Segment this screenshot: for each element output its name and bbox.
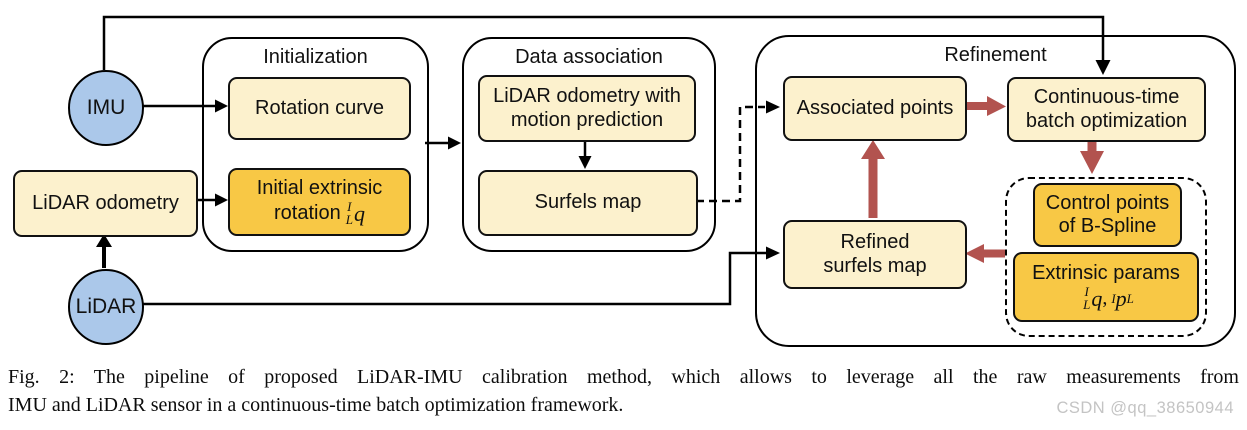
arrowhead-into-data-association	[448, 136, 461, 150]
lidar-odometry-motion-line2: motion prediction	[510, 108, 664, 131]
control-points-line2: of B-Spline	[1058, 215, 1157, 237]
refinement-group: Refinement	[755, 35, 1236, 347]
connector-layer: Associated points -->	[96, 15, 1111, 306]
arrowhead-into-lidar-odometry	[96, 234, 112, 247]
batch-optimization-line1: Continuous-time	[1033, 86, 1180, 109]
surfels-map-box: Surfels map	[478, 170, 698, 236]
initial-extrinsic-rotation-word: rotation	[274, 201, 341, 224]
rotation-curve-label: Rotation curve	[255, 96, 384, 119]
math-sub-l: L	[1126, 291, 1134, 307]
control-points-box: Control points of B-Spline	[1033, 183, 1182, 247]
refined-surfels-line2: surfels map	[823, 254, 927, 277]
refined-surfels-line1: Refined	[840, 231, 910, 254]
math-var-q: q	[1091, 285, 1103, 311]
red-arrow-associated-to-batch	[964, 96, 1006, 116]
rotation-curve-box: Rotation curve	[228, 77, 411, 140]
arrowhead-into-refined-surfels	[766, 246, 780, 260]
arrowhead-into-rotation-curve	[215, 99, 228, 113]
initialization-title: Initialization	[263, 46, 368, 68]
data-association-group: Data association	[462, 37, 716, 252]
arrow-imu-to-batch-optimization	[102, 15, 1105, 70]
figure-caption: Fig. 2: The pipeline of proposed LiDAR-I…	[8, 363, 1239, 419]
caption-line2: IMU and LiDAR sensor in a continuous-tim…	[8, 394, 624, 416]
red-arrow-params-to-refined-surfels	[965, 244, 1005, 263]
csdn-watermark: CSDN @qq_38650944	[1056, 399, 1234, 417]
extrinsic-params-line1: Extrinsic params	[1032, 262, 1180, 285]
red-arrow-batch-to-params	[1080, 139, 1104, 174]
control-points-line1: Control points	[1045, 191, 1170, 214]
arrowhead-into-associated-points	[766, 100, 780, 114]
lidar-odometry-box: LiDAR odometry	[13, 170, 198, 237]
math-var-q: q	[353, 200, 365, 226]
batch-optimization-line2: batch optimization	[1025, 109, 1188, 132]
arrow-lidar-to-refined-surfels	[140, 251, 768, 306]
math-presup-i: I	[1111, 291, 1116, 307]
caption-line1: Fig. 2: The pipeline of proposed LiDAR-I…	[8, 366, 1239, 388]
lidar-node: LiDAR	[68, 269, 144, 345]
surfels-map-label: Surfels map	[534, 191, 642, 214]
associated-points-box: Associated points	[783, 76, 967, 141]
refined-surfels-box: Refined surfels map	[783, 220, 967, 289]
dashed-arrow-surfels-to-associated-points	[696, 105, 765, 203]
red-arrow-refined-to-associated	[861, 140, 885, 218]
associated-points-label: Associated points	[796, 96, 954, 119]
math-var-p: p	[1115, 285, 1127, 311]
arrowhead-into-initial-extrinsic	[215, 193, 228, 207]
imu-node: IMU	[68, 70, 144, 146]
imu-label: IMU	[86, 96, 126, 119]
initialization-group: Initialization	[202, 37, 429, 252]
lidar-odometry-motion-box: LiDAR odometry with motion prediction	[478, 75, 696, 142]
estimated-params-dashed-group	[1005, 177, 1207, 337]
data-association-title: Data association	[515, 46, 663, 68]
lidar-odometry-label: LiDAR odometry	[32, 191, 179, 214]
lidar-label: LiDAR	[75, 295, 137, 318]
arrowhead-into-surfels-map	[578, 156, 592, 169]
arrowhead-into-batch-optimization	[1095, 60, 1111, 75]
math-comma: ,	[1102, 286, 1108, 309]
batch-optimization-box: Continuous-time batch optimization	[1007, 77, 1206, 142]
pipeline-figure: Associated points --> Initialization Dat…	[13, 15, 1236, 347]
initial-extrinsic-line1: Initial extrinsic	[256, 177, 383, 200]
refinement-title: Refinement	[944, 44, 1047, 66]
lidar-odometry-motion-line1: LiDAR odometry with	[493, 85, 681, 108]
